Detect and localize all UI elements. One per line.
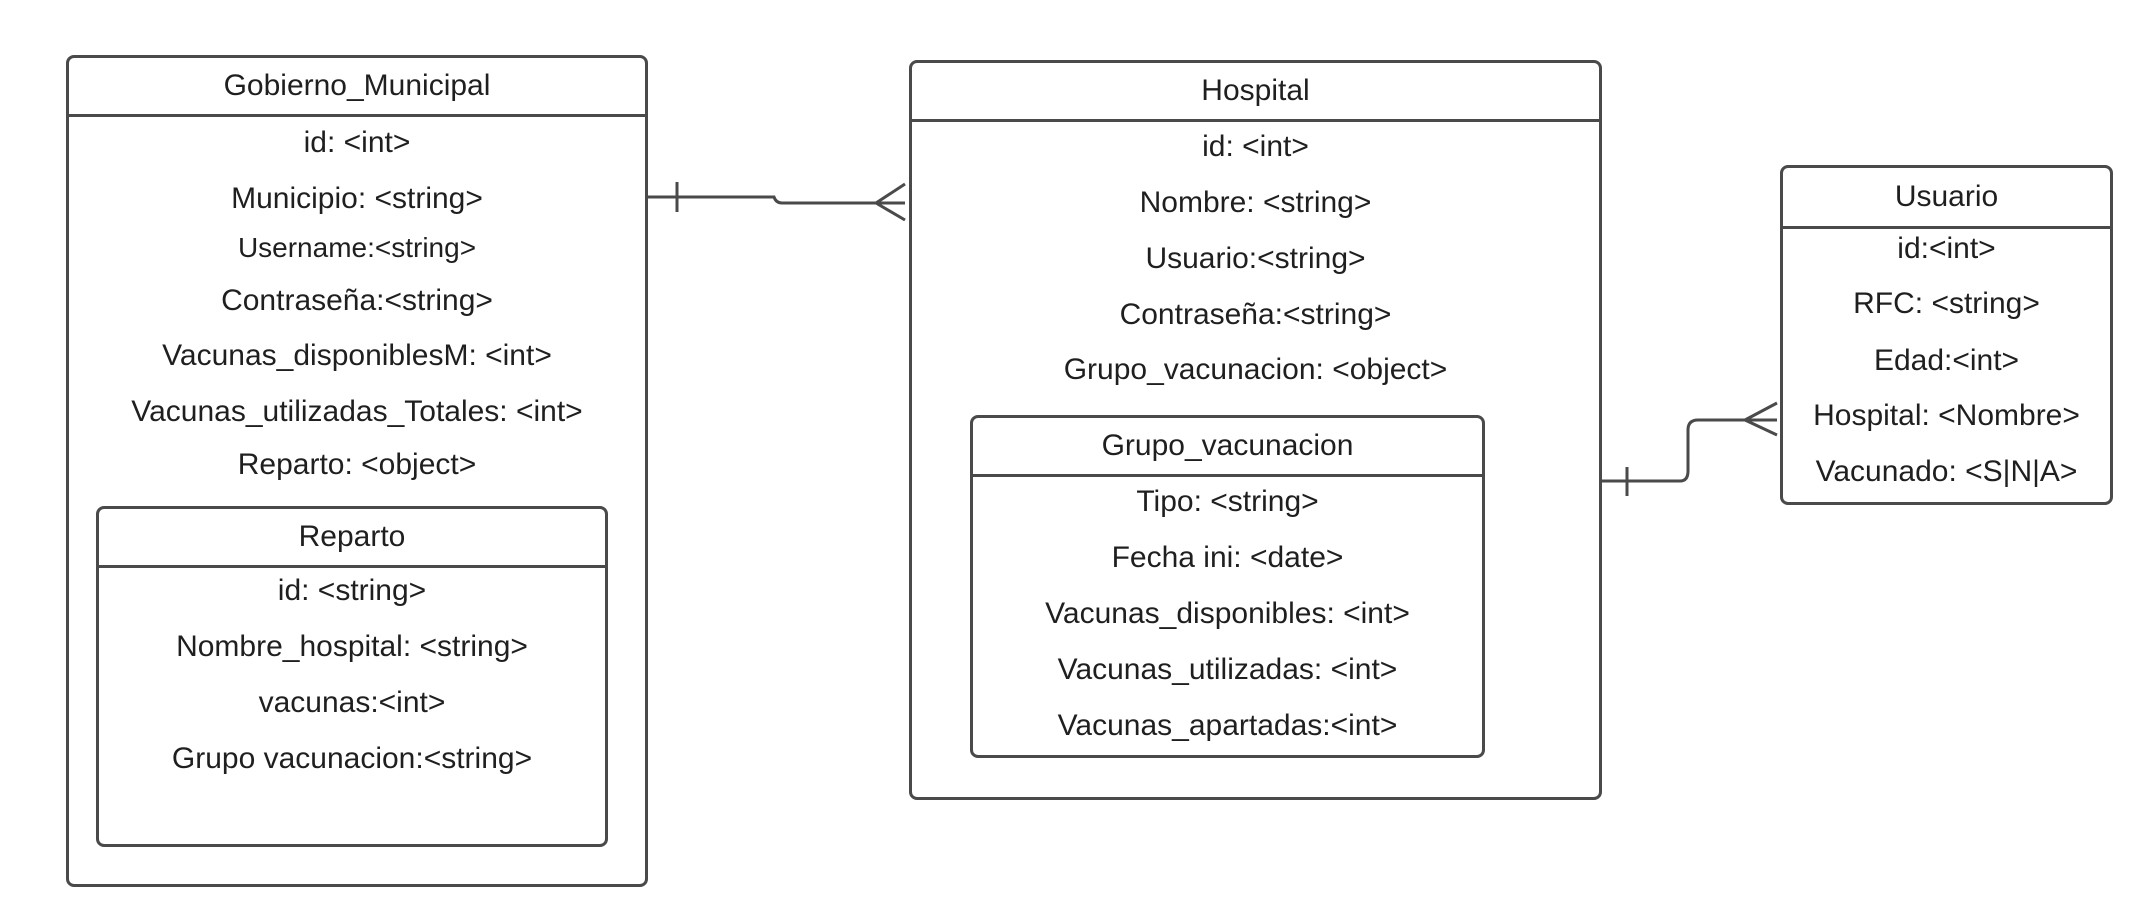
entity-title: Grupo_vacunacion bbox=[1101, 429, 1354, 462]
attribute-username: Username:<string> bbox=[237, 232, 477, 263]
attribute-vacunado: Vacunado: <S|N|A> bbox=[1815, 455, 2078, 488]
attribute-id: id: <string> bbox=[277, 574, 427, 607]
entity-header: Usuario bbox=[1783, 168, 2110, 229]
entity-header: Reparto bbox=[99, 509, 605, 568]
many-cardinality-marker bbox=[875, 201, 906, 222]
entity-title: Gobierno_Municipal bbox=[223, 69, 491, 102]
attribute-vacunas-disponibles: Vacunas_disponiblesM: <int> bbox=[162, 339, 552, 372]
attribute-reparto: Reparto: <object> bbox=[237, 448, 477, 481]
relationship-gobierno-hospital[interactable] bbox=[648, 182, 906, 222]
attribute-vacunas-utilizadas-totales: Vacunas_utilizadas_Totales: <int> bbox=[131, 395, 583, 428]
attribute-fecha-ini: Fecha ini: <date> bbox=[1111, 541, 1344, 574]
entity-header: Grupo_vacunacion bbox=[973, 418, 1482, 477]
many-cardinality-marker bbox=[1744, 418, 1778, 437]
attribute-id: id:<int> bbox=[1897, 232, 1996, 265]
entity-title: Usuario bbox=[1894, 180, 1999, 213]
attribute-vacunas-disponibles: Vacunas_disponibles: <int> bbox=[1045, 597, 1410, 630]
attribute-nombre-hospital: Nombre_hospital: <string> bbox=[176, 630, 528, 663]
attribute-tipo: Tipo: <string> bbox=[1136, 485, 1319, 518]
entity-grupo-vacunacion[interactable]: Grupo_vacunacion Tipo: <string> Fecha in… bbox=[970, 415, 1485, 758]
relationship-line bbox=[648, 195, 905, 205]
attribute-id: id: <int> bbox=[1202, 130, 1309, 163]
attribute-vacunas-apartadas: Vacunas_apartadas:<int> bbox=[1057, 709, 1398, 742]
many-cardinality-marker bbox=[875, 182, 906, 205]
entity-title: Hospital bbox=[1201, 74, 1310, 107]
many-cardinality-marker bbox=[1744, 401, 1778, 422]
entity-header: Gobierno_Municipal bbox=[69, 58, 645, 117]
attribute-edad: Edad:<int> bbox=[1873, 344, 2020, 377]
attribute-nombre: Nombre: <string> bbox=[1139, 186, 1372, 219]
entity-reparto[interactable]: Reparto id: <string> Nombre_hospital: <s… bbox=[96, 506, 608, 847]
attribute-hospital: Hospital: <Nombre> bbox=[1813, 399, 2080, 432]
entity-hospital[interactable]: Hospital id: <int> Nombre: <string> Usua… bbox=[909, 60, 1602, 800]
attribute-contrasena: Contraseña:<string> bbox=[221, 284, 493, 317]
entity-title: Reparto bbox=[298, 520, 406, 553]
attribute-contrasena: Contraseña:<string> bbox=[1119, 298, 1392, 331]
attribute-vacunas: vacunas:<int> bbox=[258, 686, 446, 719]
attribute-grupo-vacunacion: Grupo vacunacion:<string> bbox=[171, 742, 533, 775]
attribute-grupo-vacunacion: Grupo_vacunacion: <object> bbox=[1063, 353, 1448, 386]
attribute-vacunas-utilizadas: Vacunas_utilizadas: <int> bbox=[1057, 653, 1398, 686]
attribute-id: id: <int> bbox=[303, 126, 411, 159]
relationship-line bbox=[1602, 418, 1777, 483]
attribute-usuario: Usuario:<string> bbox=[1145, 242, 1366, 275]
entity-gobierno-municipal[interactable]: Gobierno_Municipal id: <int> Municipio: … bbox=[66, 55, 648, 887]
entity-usuario[interactable]: Usuario id:<int> RFC: <string> Edad:<int… bbox=[1780, 165, 2113, 505]
attribute-rfc: RFC: <string> bbox=[1853, 287, 2040, 320]
attribute-municipio: Municipio: <string> bbox=[231, 182, 483, 215]
entity-header: Hospital bbox=[912, 63, 1599, 122]
relationship-hospital-usuario[interactable] bbox=[1602, 401, 1778, 496]
